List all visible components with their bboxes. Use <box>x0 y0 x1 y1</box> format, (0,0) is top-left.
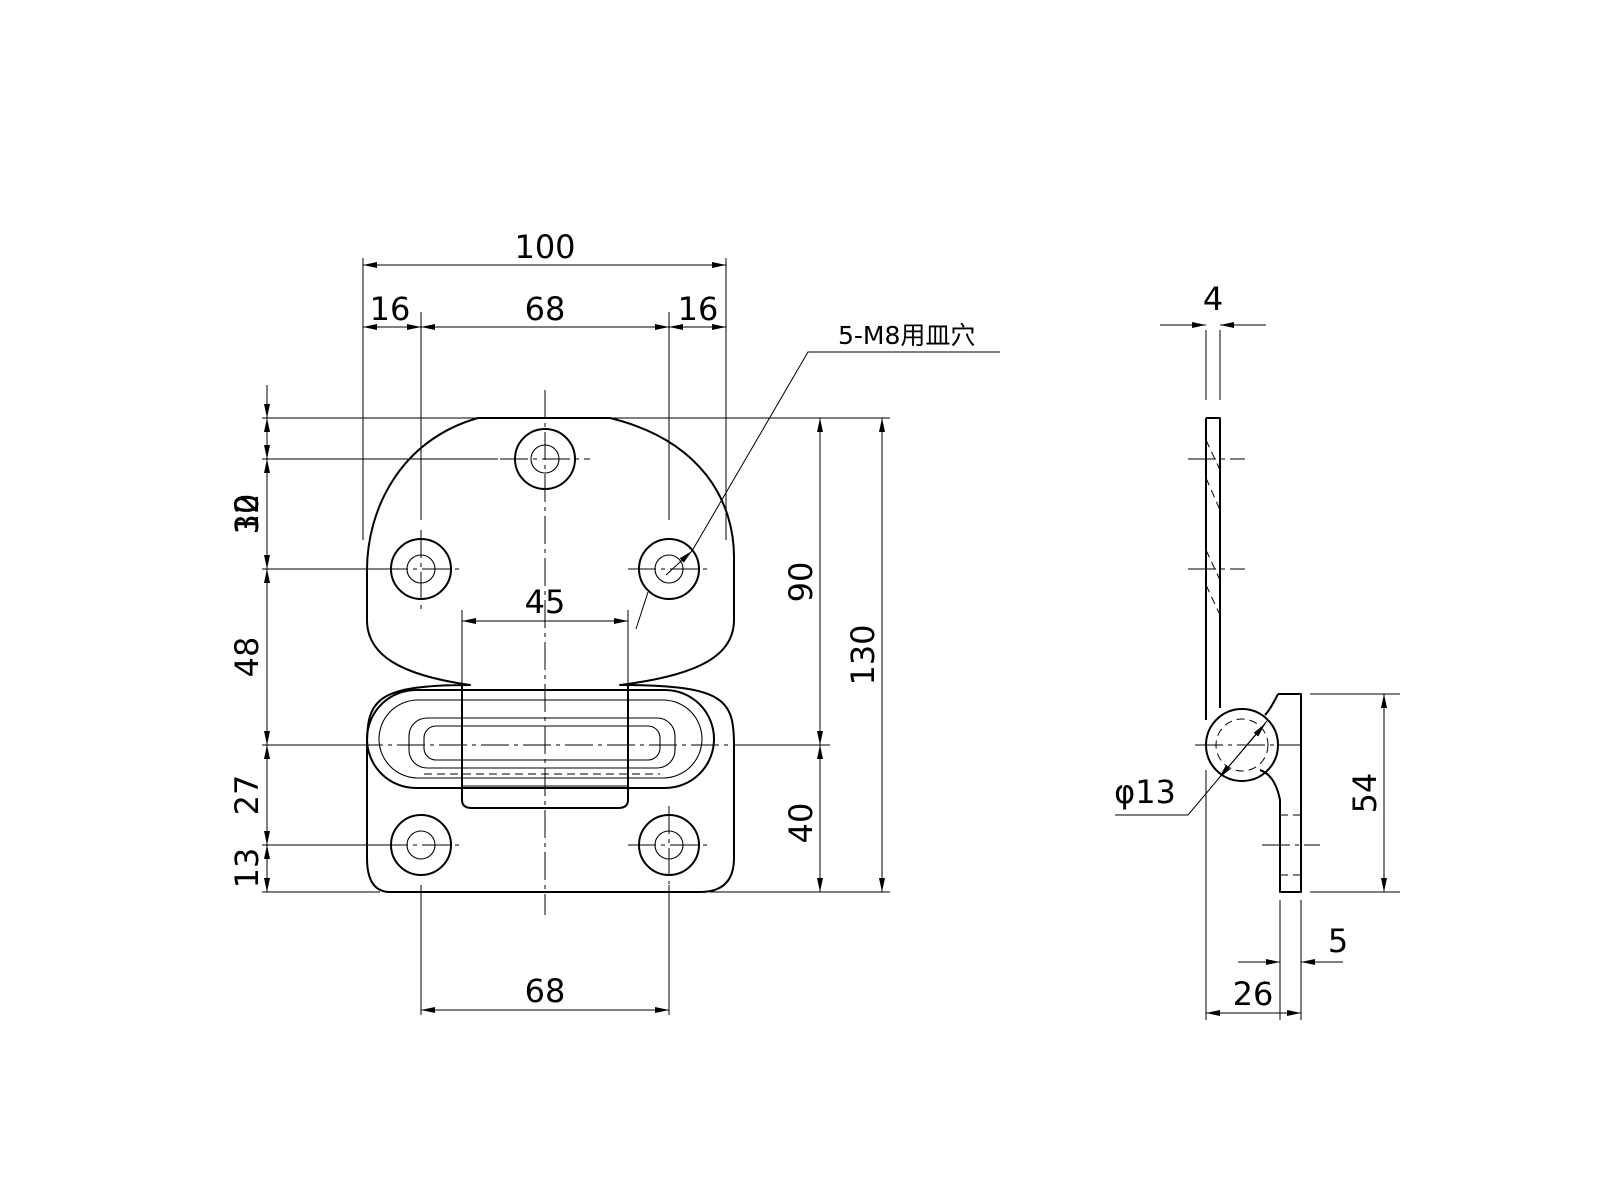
dim-27-text: 27 <box>228 775 266 816</box>
dim-base-thickness: 5 <box>1238 922 1348 965</box>
dim-slot-width-text: 45 <box>525 583 566 621</box>
dim-pin-diameter-text: φ13 <box>1114 773 1176 811</box>
dim-overall-depth: 26 <box>1206 975 1301 1016</box>
dim-top-pitch-text: 68 <box>525 290 566 328</box>
dim-side-holes-text: 32 <box>228 494 266 535</box>
dim-plate-thickness-text: 4 <box>1203 280 1223 318</box>
dim-base-height: 54 <box>1346 694 1387 892</box>
plate-outline <box>366 417 736 893</box>
dim-40-text: 40 <box>782 803 820 844</box>
side-plate-hidden <box>1188 439 1245 616</box>
dim-right-verticals: 90 40 130 <box>782 418 885 892</box>
loop-ring <box>366 689 715 789</box>
dim-top-pitch-row: 16 68 16 <box>363 290 726 330</box>
dim-130-text: 130 <box>844 624 882 685</box>
loop-strap <box>461 685 629 809</box>
dim-48-text: 48 <box>228 637 266 678</box>
dim-pin-diameter: φ13 <box>1114 720 1268 816</box>
dim-left-chain: 10 32 48 27 13 <box>228 385 270 892</box>
dim-right-edge-text: 16 <box>678 290 719 328</box>
dim-90-text: 90 <box>782 562 820 603</box>
dim-bottom-pitch: 68 <box>421 972 669 1013</box>
dim-bottom-pitch-text: 68 <box>525 972 566 1010</box>
front-view: 100 16 68 16 45 68 10 32 48 <box>228 228 1000 1015</box>
center-lines <box>355 390 740 915</box>
dim-13-text: 13 <box>228 848 266 889</box>
dim-overall-width-text: 100 <box>514 228 575 266</box>
dim-base-thickness-text: 5 <box>1328 922 1348 960</box>
hole-note-text: 5-M8用皿穴 <box>838 321 975 350</box>
dim-left-edge-text: 16 <box>370 290 411 328</box>
dim-base-height-text: 54 <box>1346 773 1384 814</box>
dim-overall-depth-text: 26 <box>1233 975 1274 1013</box>
side-view: 4 φ13 54 5 26 <box>1114 280 1400 1020</box>
dim-slot-width: 45 <box>462 583 628 624</box>
extension-lines <box>262 258 890 1015</box>
hole-note-leader: 5-M8用皿穴 <box>635 321 1000 630</box>
dim-top-hole-text: 10 <box>228 494 266 535</box>
side-base <box>1259 693 1302 893</box>
dim-plate-thickness: 4 <box>1160 280 1266 328</box>
dim-overall-width: 100 <box>363 228 726 268</box>
